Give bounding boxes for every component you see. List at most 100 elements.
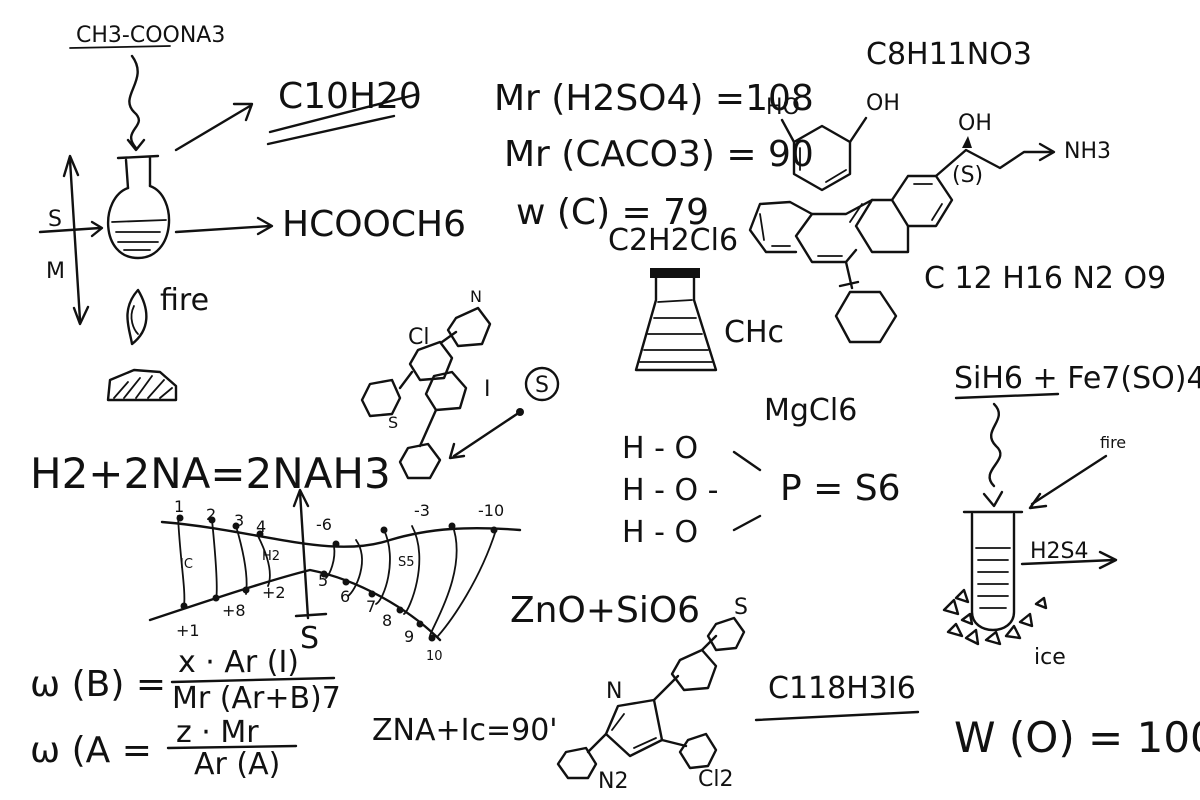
label-s-circle: S — [535, 373, 549, 398]
arrow-head — [90, 220, 104, 238]
label-cl-small: Cl — [408, 325, 429, 350]
wedge-bond — [962, 136, 972, 148]
tick-plus-8: +8 — [222, 601, 246, 620]
tick-5: 5 — [318, 571, 328, 590]
arrow-to-c10h20 — [174, 104, 252, 152]
circle-s — [524, 366, 560, 402]
eq-w-a-left: ω (A = — [30, 730, 152, 771]
eq-w-a-denominator: Ar (A) — [194, 747, 280, 782]
label-fire-right: fire — [1100, 433, 1126, 452]
eq-w-b-numerator: x · Ar (I) — [178, 645, 299, 680]
tick-7: 7 — [366, 597, 376, 616]
eq-w-o: W (O) = 100% — [954, 713, 1200, 762]
tick-1: 1 — [174, 497, 184, 516]
label-m: M — [46, 259, 65, 284]
arrow-head — [1038, 142, 1056, 162]
band-label-s5: S5 — [398, 555, 415, 570]
tick-4: 4 — [256, 517, 266, 536]
eq-h2-2na: H2+2NA=2NAH3 — [30, 449, 391, 498]
eq-w-b-denominator: Mr (Ar+B)7 — [172, 681, 341, 716]
tick-3: 3 — [234, 511, 244, 530]
arrow-head — [232, 102, 254, 122]
band-label-h2: H2 — [262, 549, 280, 564]
label-s-bottom: S — [734, 595, 748, 620]
arrow-into-flask — [38, 226, 102, 234]
ice-crystals-icon — [942, 588, 1048, 646]
label-n-small: N — [470, 287, 482, 306]
eq-mr-h2so4: Mr (H2SO4) =108 — [494, 78, 814, 119]
formula-c2h2cl6: C2H2Cl6 — [608, 223, 738, 258]
label-ice: ice — [1034, 645, 1066, 670]
curved-band-diagram — [148, 488, 522, 642]
burner-icon — [106, 368, 178, 402]
arrow-head — [448, 442, 466, 460]
erlenmeyer-flask-icon — [634, 268, 718, 372]
tick-9: 9 — [404, 627, 414, 646]
flame-inner — [130, 305, 139, 335]
label-s-paren: (S) — [952, 163, 983, 188]
wavy-arrow — [128, 54, 141, 150]
fused-ring-system — [748, 174, 954, 344]
test-tube-icon — [962, 510, 1024, 632]
formula-c8h11no3: C8H11NO3 — [866, 37, 1032, 72]
eq-w-b-left: ω (B) = — [30, 664, 166, 705]
tick-minus-6: -6 — [316, 515, 332, 534]
arrow-dot — [516, 408, 524, 416]
double-underline — [266, 92, 420, 146]
arrow-to-hcooch6 — [174, 224, 272, 234]
tick-plus-1: +1 — [176, 621, 200, 640]
bonds-to-p — [732, 450, 762, 532]
formula-c10h20: C10H20 — [278, 76, 422, 117]
label-n-bottom: N — [606, 679, 622, 704]
tick-plus-2: +2 — [262, 583, 286, 602]
underline — [69, 45, 171, 49]
label-s: S — [48, 207, 62, 232]
label-h-o-1: H - O — [622, 431, 698, 466]
formula-p-s6: P = S6 — [780, 468, 901, 509]
label-h2s4: H2S4 — [1030, 539, 1089, 564]
label-s-small: S — [388, 413, 398, 432]
arrow-head — [72, 305, 90, 326]
tick-8: 8 — [382, 611, 392, 630]
aryl-rings-diagram — [360, 306, 492, 480]
eq-mr-caco3: Mr (CACO3) = 90 — [504, 134, 814, 175]
fraction-bar — [170, 676, 336, 684]
label-h-o-2: H - O - — [622, 473, 718, 508]
formula-mgcl6: MgCl6 — [764, 393, 857, 428]
eq-zno-sio6: ZnO+SiO6 — [510, 590, 700, 631]
round-flask-icon — [107, 154, 171, 260]
arrow-to-rings — [452, 410, 522, 458]
label-cl2: Cl2 — [698, 767, 733, 792]
flame-icon — [126, 288, 148, 346]
eq-zna-ic: ZNA+Ic=90' — [372, 713, 558, 748]
wavy-arrow — [988, 402, 1002, 488]
benzene-ring-catechol — [780, 116, 868, 192]
eq-sih6: SiH6 + Fe7(SO)4 — [954, 361, 1200, 396]
eq-w-a-numerator: z · Mr — [176, 715, 259, 750]
arrow-head — [982, 490, 1004, 508]
arrow-head — [126, 138, 146, 152]
fraction-bar — [166, 744, 298, 750]
label-oh-top: OH — [866, 91, 900, 116]
arrow-head — [1098, 550, 1118, 570]
label-nh3: NH3 — [1064, 139, 1111, 164]
band-label-ic: IC — [180, 557, 193, 572]
pyrrole-molecule — [556, 616, 746, 780]
formula-c12h16n2o9: C 12 H16 N2 O9 — [924, 261, 1166, 296]
label-n2: N2 — [598, 769, 628, 794]
tick-minus-3: -3 — [414, 501, 430, 520]
vertical-arrow — [68, 158, 82, 322]
formula-c18h3i6: C118H3I6 — [768, 671, 916, 706]
arrow-fire — [1030, 454, 1108, 506]
label-ho: HO — [766, 95, 800, 120]
underline — [954, 392, 1060, 400]
axis-label-s: S — [300, 621, 319, 656]
arrow-head — [256, 216, 274, 236]
formula-hcooch6: HCOOCH6 — [282, 204, 466, 245]
label-fire-left: fire — [160, 283, 209, 318]
diagram-dots — [176, 514, 498, 642]
tick-10: 10 — [426, 649, 443, 664]
tick-2: 2 — [206, 505, 216, 524]
arrow-h2s4 — [1020, 558, 1116, 566]
